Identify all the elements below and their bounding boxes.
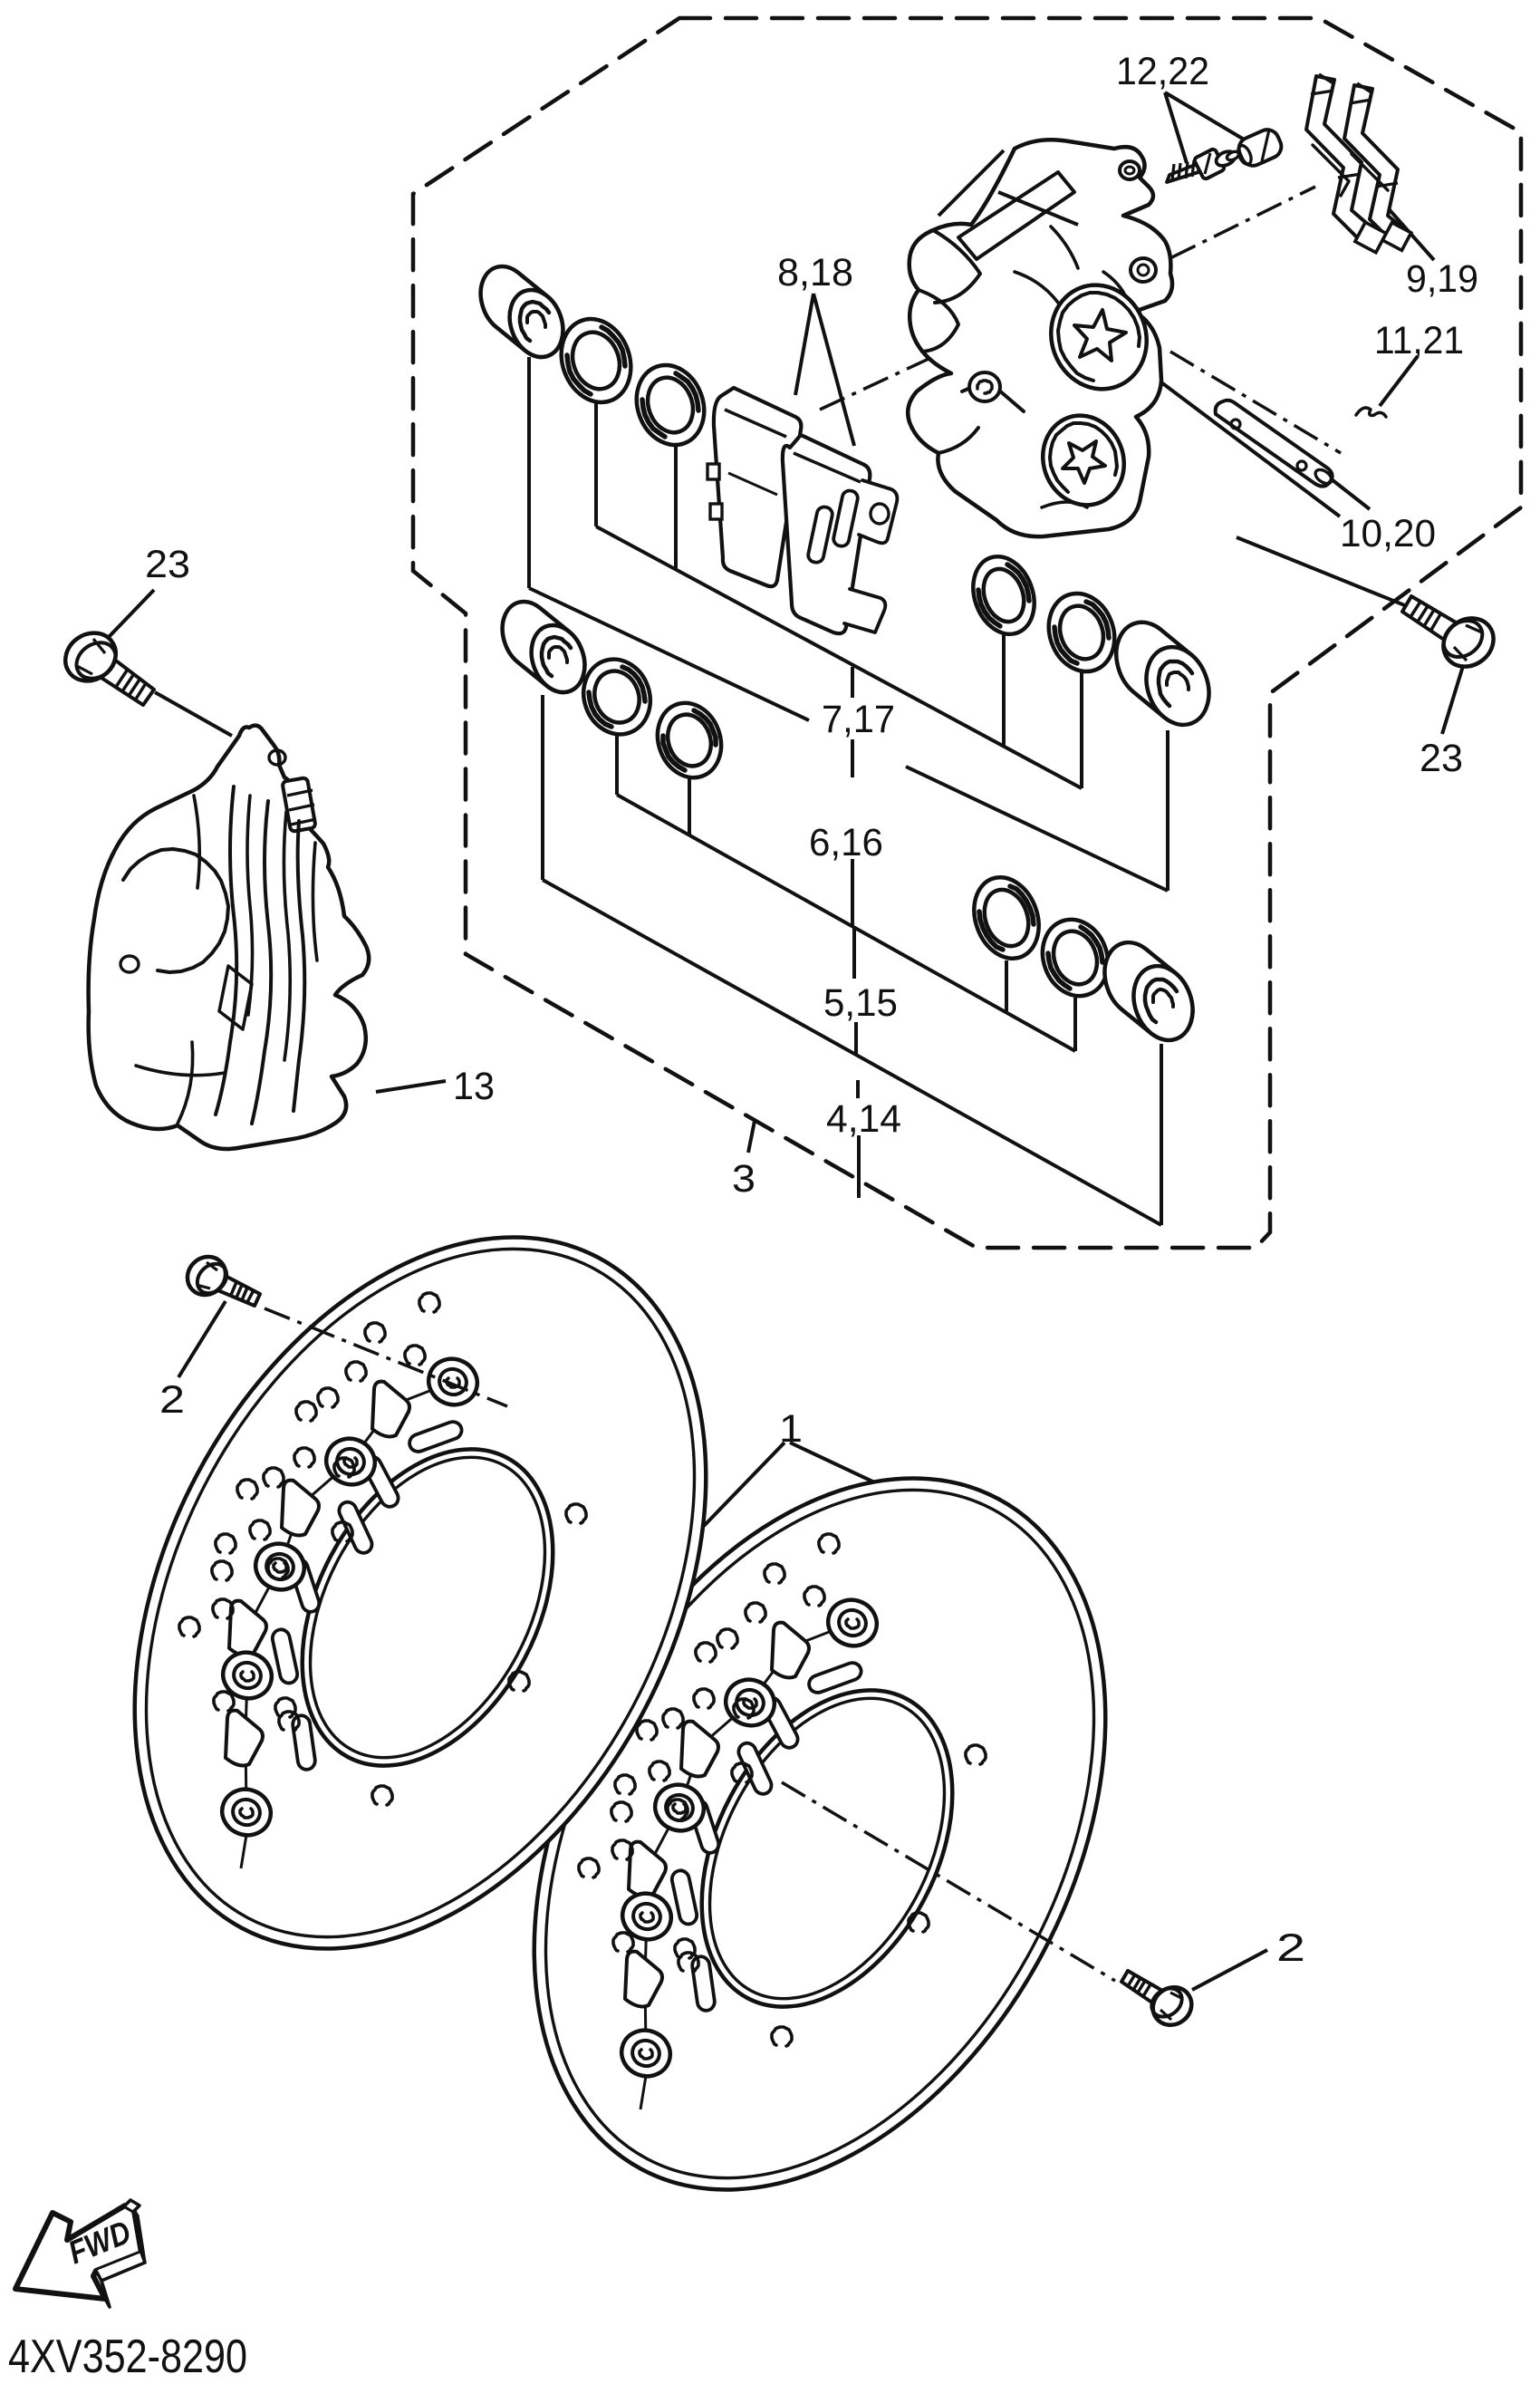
svg-text:3: 3 — [732, 1157, 756, 1201]
svg-text:11,21: 11,21 — [1374, 319, 1464, 362]
svg-text:7,17: 7,17 — [822, 698, 895, 741]
svg-text:2: 2 — [1276, 1926, 1305, 1970]
svg-text:12,22: 12,22 — [1116, 50, 1209, 93]
svg-text:10,20: 10,20 — [1340, 512, 1436, 555]
svg-text:23: 23 — [145, 543, 190, 586]
svg-text:13: 13 — [453, 1065, 495, 1108]
svg-text:6,16: 6,16 — [809, 821, 883, 864]
svg-text:23: 23 — [1420, 737, 1463, 780]
svg-text:9,19: 9,19 — [1406, 257, 1478, 301]
svg-text:8,18: 8,18 — [777, 251, 853, 294]
svg-text:4XV352-8290: 4XV352-8290 — [8, 2331, 247, 2383]
svg-text:2: 2 — [159, 1378, 185, 1422]
svg-text:5,15: 5,15 — [823, 981, 898, 1025]
svg-text:4,14: 4,14 — [826, 1097, 901, 1141]
svg-text:1: 1 — [779, 1407, 803, 1451]
